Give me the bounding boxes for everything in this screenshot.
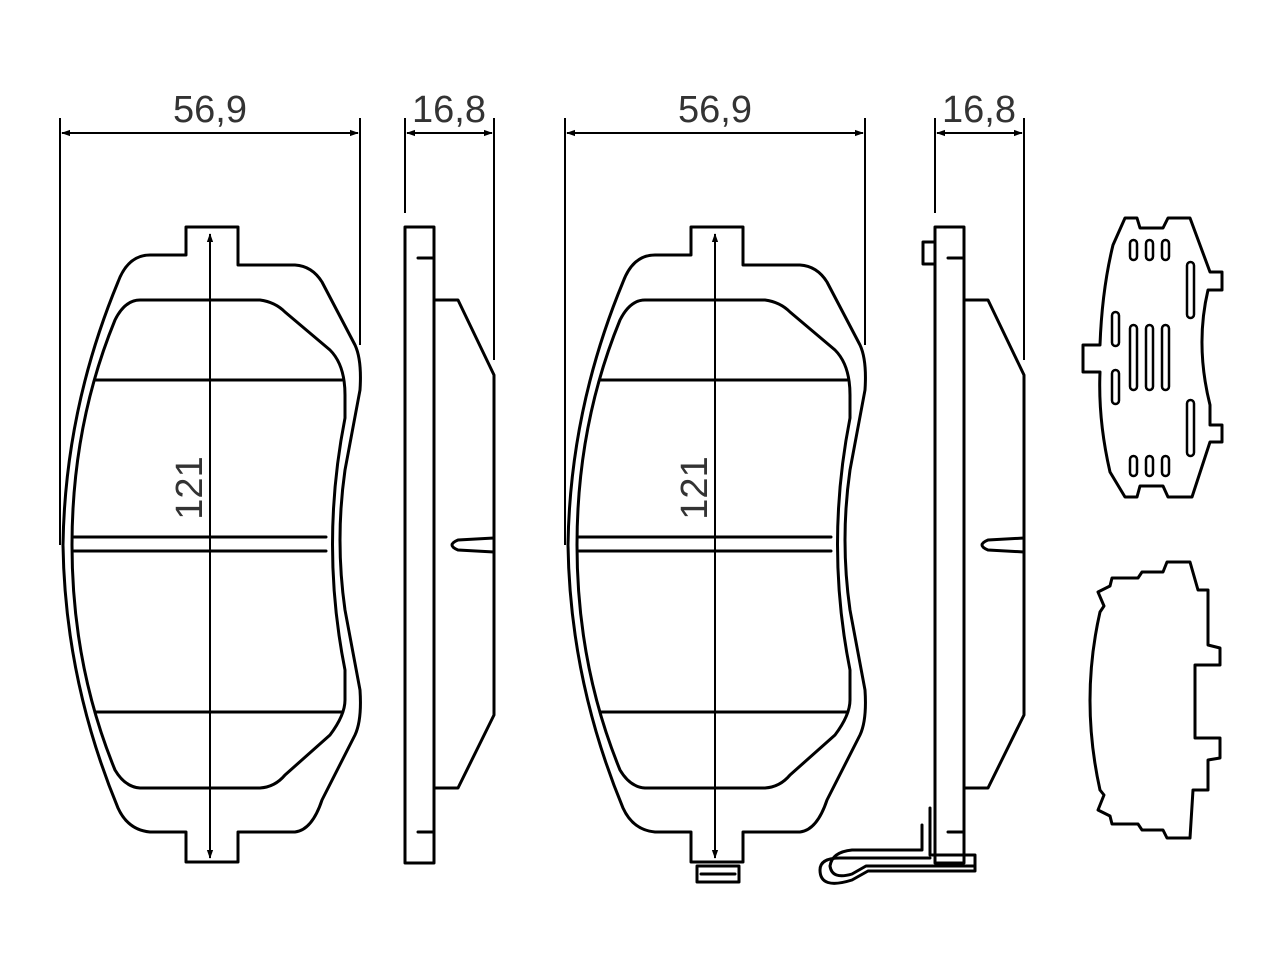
shim-plate-outline: [1088, 560, 1222, 840]
height-dimension-label: 121: [674, 456, 716, 519]
pad-front-view-left: 56,9 121: [59, 89, 362, 864]
anti-noise-shim: [1081, 216, 1224, 499]
friction-block-side: [962, 298, 1026, 790]
shim-outline: [1081, 216, 1224, 499]
shim-slot: [1144, 454, 1155, 478]
wear-indicator-slot: [450, 536, 496, 554]
width-dimension-label: 56,9: [173, 89, 247, 131]
shim-slot: [1144, 238, 1155, 262]
shim-slot: [1185, 260, 1196, 320]
friction-material-outline: [70, 298, 347, 790]
backing-plate-side: [403, 225, 436, 865]
pad-front-view-right: 56,9 121: [564, 89, 867, 884]
shim-slot: [1144, 323, 1155, 392]
shim-slot: [1160, 238, 1171, 262]
top-tab: [921, 240, 937, 266]
shim-slot: [1110, 368, 1121, 406]
backing-plate-side: [933, 225, 966, 865]
shim-slot: [1160, 323, 1171, 392]
shim-slot: [1110, 310, 1121, 348]
pad-side-view-left: 16,8: [403, 89, 496, 865]
backing-plate-outline: [566, 225, 867, 864]
thickness-dimension-label: 16,8: [942, 89, 1016, 131]
wear-indicator-slot: [980, 536, 1026, 554]
shim-slot: [1128, 323, 1139, 392]
wear-sensor-spring: [818, 806, 977, 885]
shim-slot: [1185, 398, 1196, 458]
width-dimension-label: 56,9: [678, 89, 752, 131]
bottom-clip: [695, 864, 741, 884]
shim-slot: [1128, 454, 1139, 478]
friction-material-outline: [575, 298, 852, 790]
friction-block-side: [432, 298, 496, 790]
pad-side-view-right: 16,8: [818, 89, 1026, 885]
anti-noise-shim-plate: [1088, 560, 1222, 840]
shim-slot: [1160, 454, 1171, 478]
shim-slot: [1128, 238, 1139, 262]
backing-plate-outline: [61, 225, 362, 864]
thickness-dimension-label: 16,8: [412, 89, 486, 131]
height-dimension-label: 121: [169, 456, 211, 519]
wear-sensor-spring-inner: [828, 823, 977, 878]
